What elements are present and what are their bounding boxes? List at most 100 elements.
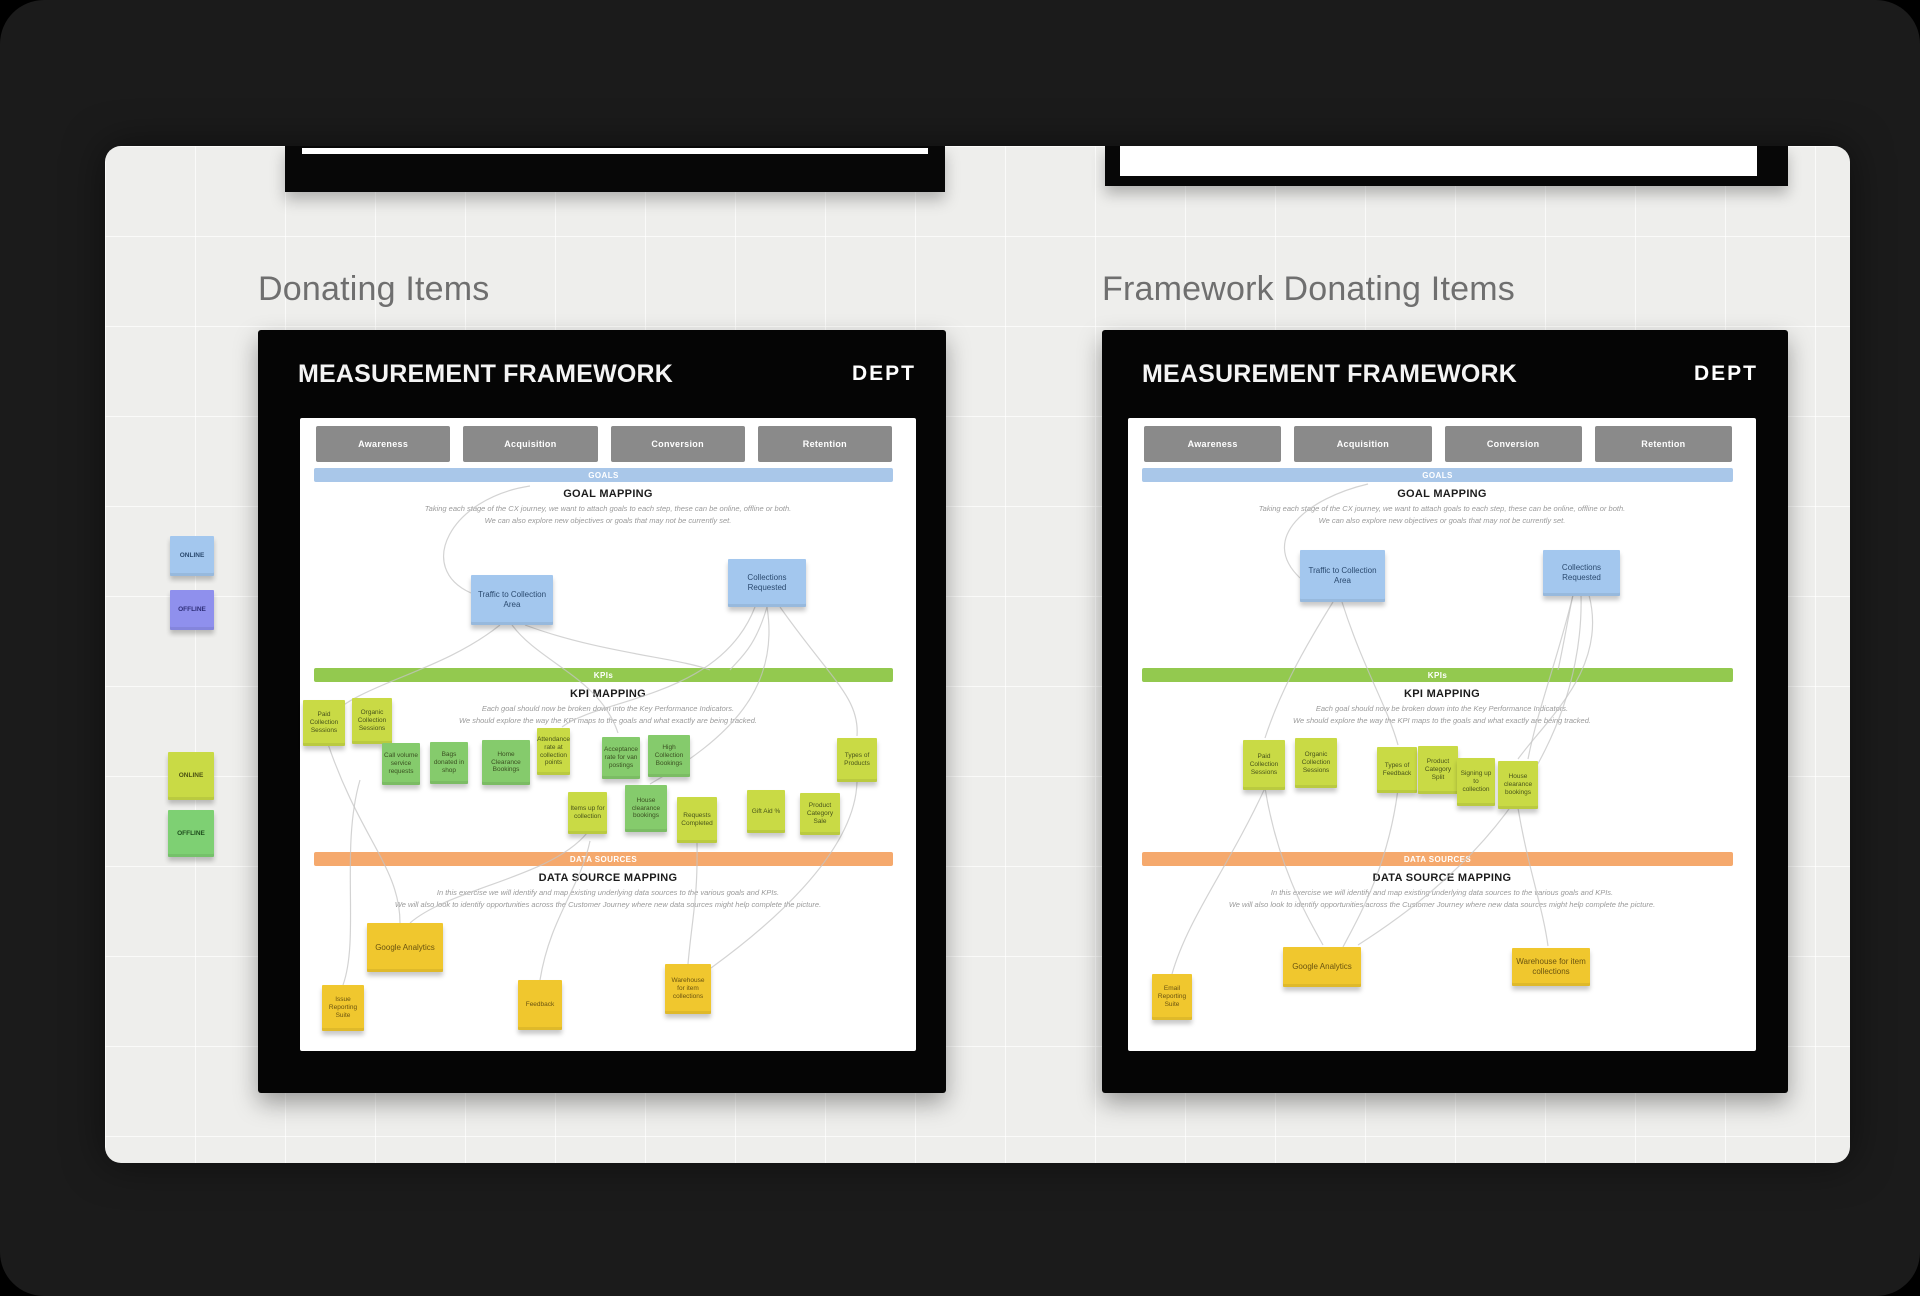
sticky-note[interactable]: Paid Collection Sessions xyxy=(303,700,345,746)
sticky-note[interactable]: House clearance bookings xyxy=(625,785,667,832)
sticky-note-label: High Collection Bookings xyxy=(654,744,684,767)
partial-board-top-right[interactable] xyxy=(1105,146,1788,186)
sticky-note[interactable]: House clearance bookings xyxy=(1498,761,1538,809)
data-sources-band: DATA SOURCES xyxy=(314,852,893,866)
sticky-note[interactable]: Feedback xyxy=(518,980,562,1030)
sticky-note-label: Email Reporting Suite xyxy=(1157,985,1187,1008)
kpi-desc-line2: We should explore the way the KPI maps t… xyxy=(459,715,757,725)
data-sources-band: DATA SOURCES xyxy=(1142,852,1733,866)
sticky-note[interactable]: Items up for collection xyxy=(568,792,607,834)
sticky-note-label: Collections Requested xyxy=(747,573,787,592)
sticky-note[interactable]: Gift Aid % xyxy=(747,790,785,833)
frame-title-framework-donating-items[interactable]: Framework Donating Items xyxy=(1102,270,1515,308)
goal-desc-line1: Taking each stage of the CX journey, we … xyxy=(1258,504,1626,513)
sticky-note-label: OFFLINE xyxy=(177,829,205,837)
sticky-note[interactable]: Google Analytics xyxy=(1283,947,1361,987)
sticky-note-label: Paid Collection Sessions xyxy=(1249,753,1279,776)
sticky-note-label: Traffic to Collection Area xyxy=(477,590,547,609)
sticky-note[interactable]: Requests Completed xyxy=(677,797,717,843)
kpi-notes-layer: Paid Collection Sessions Organic Collecti… xyxy=(1128,418,1756,1051)
sticky-note[interactable]: High Collection Bookings xyxy=(648,735,690,777)
data-desc-line1: In this exercise we will identify and ma… xyxy=(436,888,780,897)
sticky-note-label: Collections Requested xyxy=(1561,563,1602,582)
connector-lines xyxy=(327,485,858,986)
data-source-mapping-heading: DATA SOURCE MAPPING xyxy=(538,872,678,884)
stage-tab-awareness: Awareness xyxy=(316,426,451,462)
partial-board-top-left[interactable] xyxy=(285,146,945,192)
sticky-note[interactable]: Product Category Split xyxy=(1418,746,1458,794)
board-header: MEASUREMENT FRAMEWORK DEPT xyxy=(298,330,916,418)
sticky-note[interactable]: ONLINE xyxy=(170,536,214,576)
sticky-note[interactable]: OFFLINE xyxy=(168,810,214,857)
sticky-note-label: Types of Products xyxy=(844,752,870,767)
kpi-notes-layer: Paid Collection Sessions Organic Collecti… xyxy=(300,418,916,1051)
data-notes-layer: Email Reporting Suite Google Analytics War… xyxy=(1128,418,1756,1051)
goals-band: GOALS xyxy=(314,468,893,482)
sticky-note-label: Home Clearance Bookings xyxy=(491,750,521,774)
kpi-desc-line1: Each goal should now be broken down into… xyxy=(481,704,735,713)
sticky-note[interactable]: OFFLINE xyxy=(170,590,214,630)
frame-title-donating-items[interactable]: Donating Items xyxy=(258,270,490,308)
sticky-note[interactable]: Traffic to Collection Area xyxy=(1300,550,1385,602)
sticky-note[interactable]: Product Category Sale xyxy=(800,793,840,835)
sticky-note-label: Paid Collection Sessions xyxy=(309,711,339,734)
kpi-mapping-description: Each goal should now be broken down into… xyxy=(300,703,916,726)
goal-mapping-description: Taking each stage of the CX journey, we … xyxy=(300,503,916,526)
sticky-note-label: Gift Aid % xyxy=(751,807,781,815)
sticky-note[interactable]: Home Clearance Bookings xyxy=(482,740,530,785)
stage-tab-awareness: Awareness xyxy=(1144,426,1282,462)
sticky-note[interactable]: Types of Products xyxy=(837,738,877,782)
sticky-note-label: Signing up to collection xyxy=(1460,770,1492,793)
data-source-mapping-heading: DATA SOURCE MAPPING xyxy=(1372,872,1512,884)
sticky-note-label: Product Category Sale xyxy=(806,802,834,825)
kpi-mapping-heading: KPI MAPPING xyxy=(1403,688,1481,700)
goal-desc-line2: We can also explore new objectives or go… xyxy=(484,515,732,525)
whiteboard-canvas[interactable]: ONLINE OFFLINE ONLINE OFFLINE Donating Item… xyxy=(105,146,1850,1163)
sticky-note[interactable]: Email Reporting Suite xyxy=(1152,974,1192,1020)
sticky-note[interactable]: Types of Feedback xyxy=(1377,747,1417,793)
sticky-note[interactable]: Issue Reporting Suite xyxy=(322,985,364,1031)
sticky-note[interactable]: Attendance rate at collection points xyxy=(537,728,570,775)
sticky-note[interactable]: Paid Collection Sessions xyxy=(1243,740,1285,790)
sticky-note-label: House clearance bookings xyxy=(1503,773,1533,796)
stage-tab-retention: Retention xyxy=(1594,426,1732,462)
partial-board-page-edge xyxy=(302,148,928,154)
sticky-note[interactable]: Warehouse for item collections xyxy=(1512,948,1590,986)
data-source-mapping-description: In this exercise we will identify and ma… xyxy=(1128,887,1756,910)
sticky-note-label: Acceptance rate for van postings xyxy=(604,746,638,769)
data-desc-line1: In this exercise we will identify and ma… xyxy=(1270,888,1614,897)
sticky-note[interactable]: Google Analytics xyxy=(367,923,443,972)
sticky-note-label: Issue Reporting Suite xyxy=(328,996,358,1019)
dept-logo: DEPT xyxy=(1693,362,1758,385)
sticky-note-label: Attendance rate at collection points xyxy=(537,735,570,767)
stage-tab-conversion: Conversion xyxy=(610,426,745,462)
sticky-note-label: Organic Collection Sessions xyxy=(1301,751,1331,774)
sticky-note-label: Warehouse for item collections xyxy=(671,977,705,1000)
sticky-note[interactable]: Organic Collection Sessions xyxy=(1295,738,1337,788)
goal-mapping-description: Taking each stage of the CX journey, we … xyxy=(1128,503,1756,526)
sticky-note[interactable]: Collections Requested xyxy=(1543,550,1620,596)
sticky-note[interactable]: Acceptance rate for van postings xyxy=(602,737,640,779)
sticky-note[interactable]: Organic Collection Sessions xyxy=(352,698,392,744)
sticky-note[interactable]: Collections Requested xyxy=(728,559,806,607)
sticky-note-label: Google Analytics xyxy=(375,942,435,952)
sticky-note[interactable]: ONLINE xyxy=(168,752,214,800)
sticky-note-label: Organic Collection Sessions xyxy=(357,709,387,732)
sticky-note-label: ONLINE xyxy=(178,772,204,780)
sticky-note[interactable]: Bags donated in shop xyxy=(430,742,468,784)
sticky-note-label: OFFLINE xyxy=(178,606,206,614)
sticky-note[interactable]: Warehouse for item collections xyxy=(665,964,711,1014)
sticky-note[interactable]: Traffic to Collection Area xyxy=(471,575,553,625)
sticky-note-label: Call volume service requests xyxy=(384,752,418,775)
sticky-note-label: Requests Completed xyxy=(681,812,713,827)
board-header: MEASUREMENT FRAMEWORK DEPT xyxy=(1142,330,1758,418)
sticky-note-label: Google Analytics xyxy=(1292,962,1352,972)
sticky-note[interactable]: Signing up to collection xyxy=(1457,758,1495,806)
sticky-note[interactable]: Call volume service requests xyxy=(382,743,420,785)
